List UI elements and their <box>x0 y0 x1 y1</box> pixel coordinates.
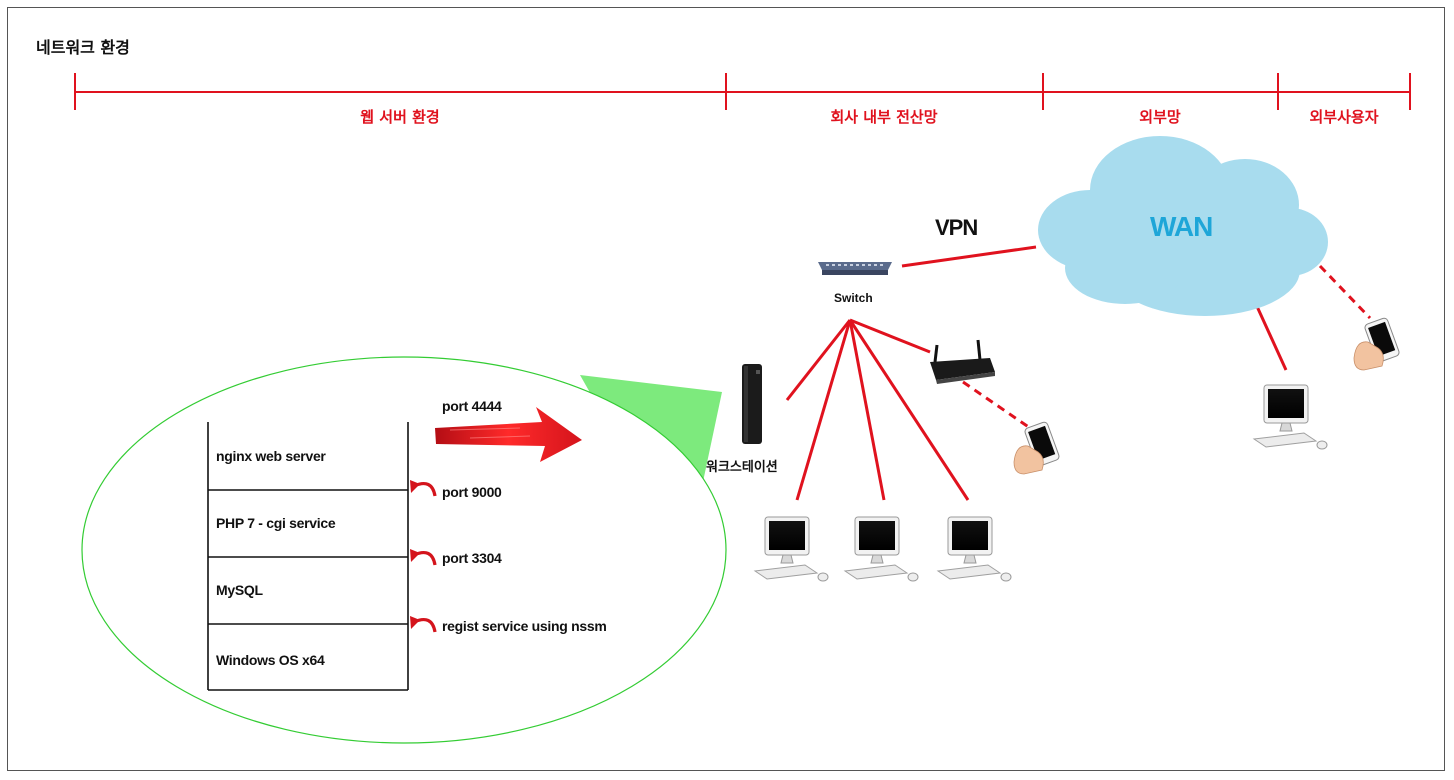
port-4444-arrow <box>435 407 582 462</box>
network-links <box>785 245 1288 501</box>
stack-layer-mysql: MySQL <box>216 582 263 598</box>
segment-label-internal-network: 회사 내부 전산망 <box>830 108 938 126</box>
page-title: 네트워크 환경 <box>36 38 130 57</box>
switch-label: Switch <box>834 291 873 305</box>
wan-label: WAN <box>1150 211 1213 242</box>
server-stack <box>207 422 409 691</box>
desktop-pc-icon <box>754 516 829 582</box>
segment-label-external-network: 외부망 <box>1139 108 1181 126</box>
port-label-9000: port 9000 <box>442 484 502 500</box>
port-label-3304: port 3304 <box>442 550 502 566</box>
workstation-icon <box>742 364 762 444</box>
stack-layer-php: PHP 7 - cgi service <box>216 515 336 531</box>
router-icon <box>930 339 995 384</box>
switch-icon <box>818 262 892 275</box>
workstation-label: 워크스테이션 <box>706 460 778 475</box>
callout-ellipse <box>81 356 727 744</box>
smartphone-icon <box>1013 420 1061 475</box>
wan-cloud-icon <box>1038 136 1328 316</box>
port-label-nssm: regist service using nssm <box>442 618 607 634</box>
vpn-label: VPN <box>935 215 978 240</box>
segment-label-web-server: 웹 서버 환경 <box>360 108 440 126</box>
desktop-pc-icon <box>1253 384 1328 450</box>
desktop-pc-icon <box>937 516 1012 582</box>
stack-layer-nginx: nginx web server <box>216 448 326 464</box>
segment-label-external-user: 외부사용자 <box>1309 108 1379 126</box>
wireless-links <box>962 264 1372 430</box>
port-label-4444: port 4444 <box>442 398 502 414</box>
stack-layer-windows: Windows OS x64 <box>216 652 325 668</box>
timeline <box>74 73 1411 110</box>
diagram-frame <box>7 7 1445 771</box>
desktop-pc-icon <box>844 516 919 582</box>
curved-arrow-head <box>410 480 420 629</box>
smartphone-icon <box>1353 316 1401 371</box>
